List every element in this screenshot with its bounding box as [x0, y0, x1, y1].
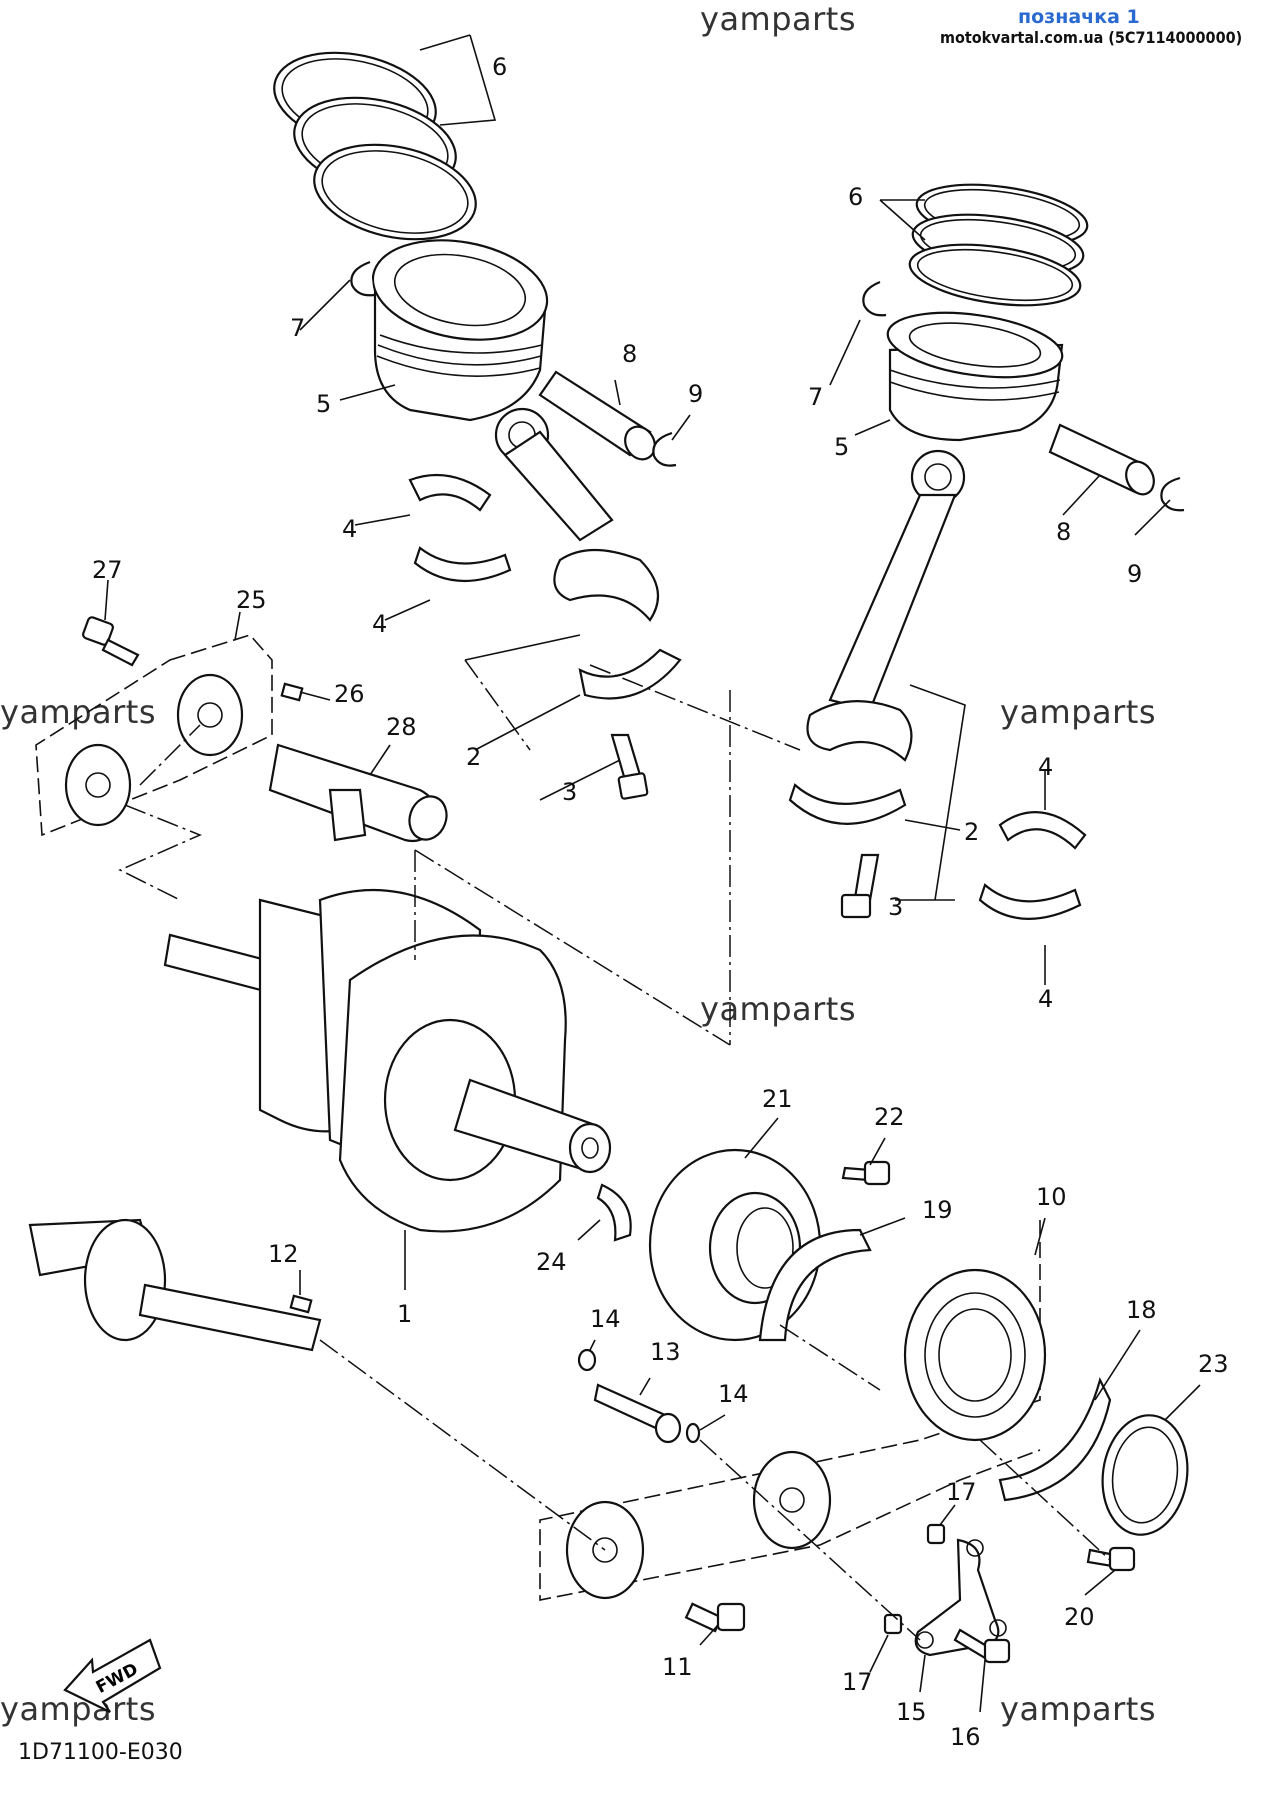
ring-23[interactable]: [1095, 1410, 1195, 1541]
o-ring-14b[interactable]: [685, 1422, 701, 1444]
callout-9-right: 9: [1127, 560, 1142, 588]
callout-8-right: 8: [1056, 518, 1071, 546]
fwd-arrow-icon: FWD: [63, 1638, 162, 1713]
crankshaft-1[interactable]: [163, 888, 612, 1233]
callout-23: 23: [1198, 1350, 1229, 1378]
callout-19: 19: [922, 1196, 953, 1224]
callout-labels: 6 7 5 8 9 4 4 27 25 26 28 2 3 6 7 5 8 9 …: [92, 53, 1229, 1751]
callout-5-left: 5: [316, 390, 331, 418]
callout-10: 10: [1036, 1183, 1067, 1211]
callout-6-right: 6: [848, 183, 863, 211]
shaft-13[interactable]: [593, 1383, 682, 1444]
bolt-16[interactable]: [953, 1628, 1011, 1664]
callout-9-left: 9: [688, 380, 703, 408]
hub-21[interactable]: [648, 1148, 822, 1342]
gear-lower-right[interactable]: [752, 1450, 832, 1550]
group-box-25: [35, 634, 273, 837]
callout-25: 25: [236, 586, 267, 614]
key-26[interactable]: [280, 682, 304, 702]
piston-rings-left[interactable]: [265, 39, 484, 253]
header-tag: позначка 1: [1018, 6, 1140, 28]
callout-3-left: 3: [562, 778, 577, 806]
bolt-20[interactable]: [1086, 1546, 1136, 1572]
callout-8-left: 8: [622, 340, 637, 368]
callout-7-left: 7: [290, 314, 305, 342]
piston-clip-left[interactable]: [350, 260, 375, 297]
callout-18: 18: [1126, 1296, 1157, 1324]
callout-5-right: 5: [834, 433, 849, 461]
balancer-shaft-28[interactable]: [268, 743, 452, 845]
rod-cap-left[interactable]: [578, 648, 682, 700]
piston-right[interactable]: [884, 303, 1067, 442]
dowel-17b[interactable]: [883, 1613, 903, 1635]
callout-20: 20: [1064, 1603, 1095, 1631]
watermark: yamparts: [1000, 693, 1157, 731]
watermark: yamparts: [700, 0, 857, 38]
balancer-shaft-lower[interactable]: [28, 1218, 322, 1352]
bolt-27[interactable]: [82, 616, 140, 667]
callout-6-left: 6: [492, 53, 507, 81]
connecting-rod-left[interactable]: [494, 407, 660, 622]
callout-17-b: 17: [842, 1668, 873, 1696]
callout-4-right-b: 4: [1038, 985, 1053, 1013]
callout-4-left-a: 4: [342, 515, 357, 543]
watermark: yamparts: [0, 693, 157, 731]
callout-16: 16: [950, 1723, 981, 1751]
rod-bolt-right[interactable]: [840, 853, 880, 919]
callout-12: 12: [268, 1240, 299, 1268]
bearing-18[interactable]: [998, 1376, 1112, 1502]
gear-25a[interactable]: [176, 673, 244, 757]
bearing-shells-right[interactable]: [978, 811, 1087, 920]
diagram-code: 1D71100-E030: [18, 1740, 183, 1765]
callout-13: 13: [650, 1338, 681, 1366]
callout-4-right-a: 4: [1038, 753, 1053, 781]
dowel-17a[interactable]: [926, 1523, 946, 1545]
header-source: motokvartal.com.ua (5C7114000000): [940, 28, 1243, 47]
bearing-19[interactable]: [758, 1228, 872, 1342]
piston-pin-right[interactable]: [1048, 423, 1159, 499]
callout-17-a: 17: [946, 1478, 977, 1506]
callout-27: 27: [92, 556, 123, 584]
bearing-shells-left[interactable]: [408, 473, 512, 583]
gear-25b[interactable]: [64, 743, 132, 827]
callout-22: 22: [874, 1103, 905, 1131]
callout-26: 26: [334, 680, 365, 708]
callout-11: 11: [662, 1653, 693, 1681]
callout-15: 15: [896, 1698, 927, 1726]
bolt-22[interactable]: [841, 1160, 891, 1186]
o-ring-14a[interactable]: [577, 1348, 597, 1372]
watermark: yamparts: [700, 990, 857, 1028]
key-24[interactable]: [596, 1183, 632, 1242]
rod-cap-right[interactable]: [788, 783, 907, 825]
callout-14-b: 14: [718, 1380, 749, 1408]
callout-21: 21: [762, 1085, 793, 1113]
callout-4-left-b: 4: [372, 610, 387, 638]
callout-24: 24: [536, 1248, 567, 1276]
callout-28: 28: [386, 713, 417, 741]
callout-3-right: 3: [888, 893, 903, 921]
rod-bolt-left[interactable]: [610, 733, 649, 800]
callout-7-right: 7: [808, 383, 823, 411]
piston-clip-right-of-pin-left[interactable]: [652, 431, 677, 467]
connecting-rod-right[interactable]: [806, 449, 966, 762]
key-12[interactable]: [289, 1294, 313, 1314]
gear-10[interactable]: [903, 1268, 1047, 1442]
callout-1: 1: [397, 1300, 412, 1328]
piston-rings-right[interactable]: [906, 175, 1091, 314]
piston-left[interactable]: [365, 227, 555, 422]
callout-14-a: 14: [590, 1305, 621, 1333]
piston-clip-right[interactable]: [862, 280, 887, 317]
callout-2-left: 2: [466, 743, 481, 771]
callout-2-right: 2: [964, 818, 979, 846]
watermark: yamparts: [1000, 1690, 1157, 1728]
piston-pin-left[interactable]: [538, 370, 661, 465]
bolt-11[interactable]: [684, 1602, 746, 1633]
